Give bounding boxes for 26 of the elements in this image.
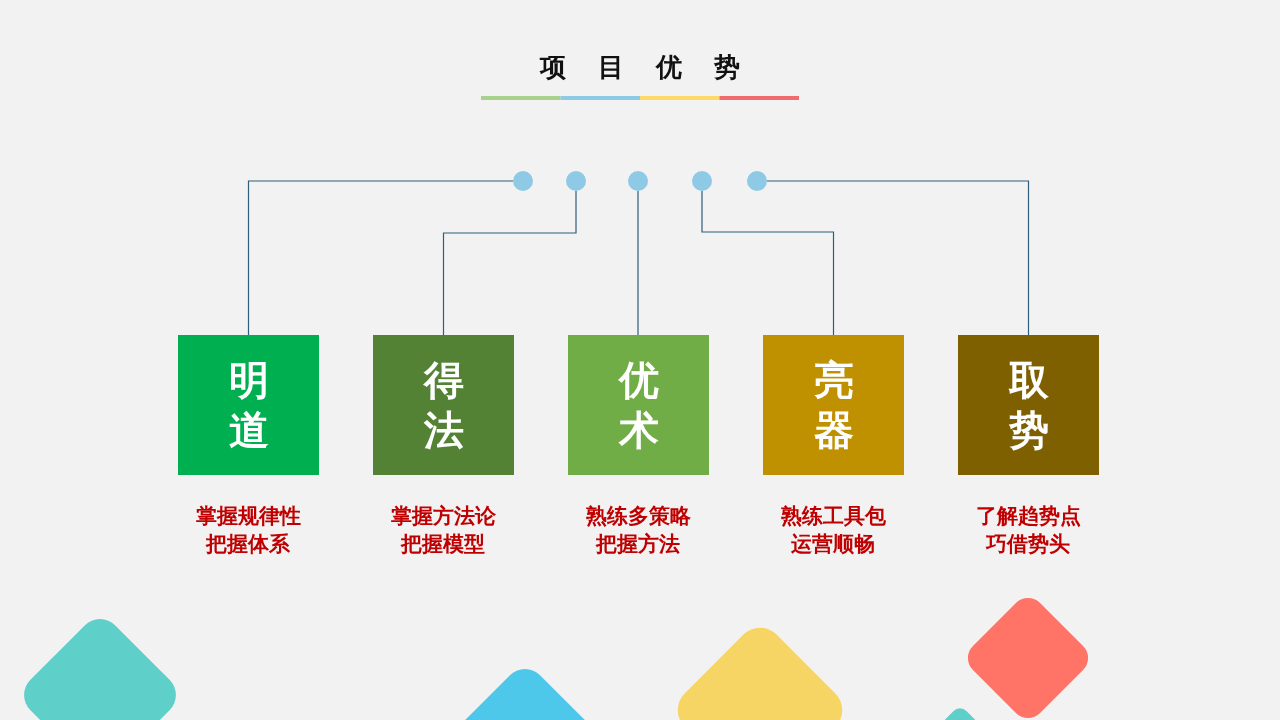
circle-dot (513, 171, 533, 191)
label-box (568, 335, 709, 475)
circle-dot (628, 171, 648, 191)
circle-dot (747, 171, 767, 191)
box-title: 优术 (618, 356, 659, 455)
node-label: 熟练工具包运营顺畅 (780, 503, 887, 559)
label-box (958, 335, 1099, 475)
node-label: 掌握规律性把握体系 (195, 503, 302, 559)
connector-line (701, 190, 835, 336)
label-box (373, 335, 514, 475)
connector-line (247, 180, 514, 336)
node-label: 了解趋势点巧借势头 (975, 503, 1082, 559)
box-title: 亮器 (813, 356, 854, 455)
title: 项目优势 (538, 51, 773, 84)
box-title: 取势 (1008, 356, 1049, 455)
connector-line (442, 190, 577, 336)
connector-line (637, 190, 639, 336)
circle-dot (566, 171, 586, 191)
label-box (763, 335, 904, 475)
circle-dot (692, 171, 712, 191)
box-title: 得法 (423, 356, 464, 455)
node-label: 熟练多策略把握方法 (585, 503, 692, 559)
label-box (178, 335, 319, 475)
box-title: 明道 (228, 356, 269, 455)
connector-line (766, 180, 1030, 336)
node-label: 掌握方法论把握模型 (390, 503, 497, 559)
